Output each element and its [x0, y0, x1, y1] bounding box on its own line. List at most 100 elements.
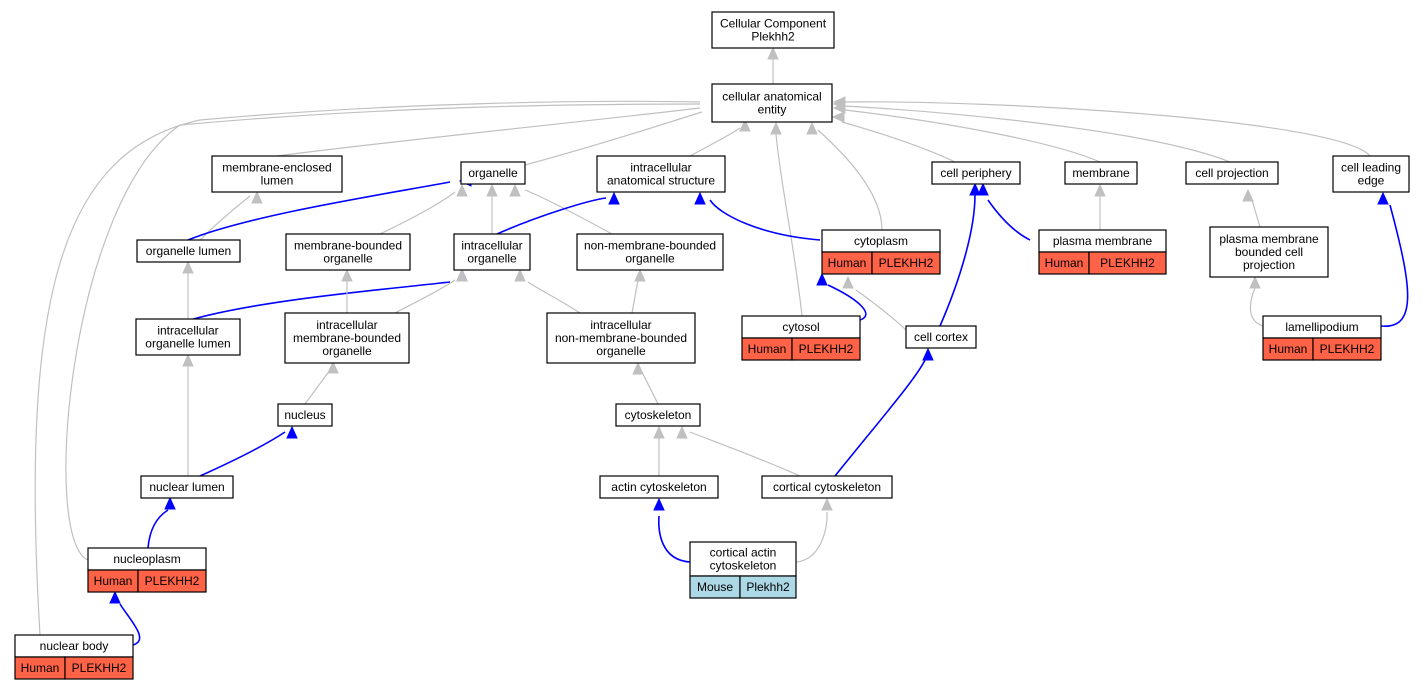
- term-label: non-membrane-bounded: [555, 331, 687, 345]
- term-label: organelle: [596, 344, 646, 358]
- edge-gray: [524, 111, 703, 166]
- edge-gray: [65, 103, 701, 561]
- edge-blue: [827, 284, 867, 321]
- node-csk[interactable]: cytoskeleton: [615, 403, 701, 427]
- arrowhead-gray: [1249, 275, 1261, 289]
- node-nl[interactable]: nuclear lumen: [140, 475, 234, 499]
- term-box: [285, 233, 411, 271]
- term-label: Cellular Component: [720, 17, 827, 31]
- edge-blue: [1380, 204, 1409, 327]
- term-label: lumen: [261, 174, 294, 188]
- term-label: nuclear lumen: [149, 480, 224, 494]
- gene-label: PLEKHH2: [145, 574, 200, 588]
- term-label: membrane: [1072, 166, 1130, 180]
- gene-cell: [739, 575, 797, 599]
- species-label: Human: [748, 342, 787, 356]
- node-cproj[interactable]: cell projection: [1185, 161, 1279, 185]
- term-box: [1332, 155, 1410, 193]
- arrowhead-gray: [634, 268, 646, 282]
- arrowhead-gray: [1094, 183, 1106, 197]
- gene-label: PLEKHH2: [879, 256, 934, 270]
- node-mem[interactable]: membrane: [1064, 161, 1138, 185]
- node-nuc[interactable]: nucleus: [277, 403, 333, 427]
- term-label: intracellular: [630, 161, 691, 175]
- arrowhead-gray: [767, 46, 779, 60]
- node-acsk[interactable]: actin cytoskeleton: [599, 475, 719, 499]
- node-cper[interactable]: cell periphery: [931, 161, 1021, 185]
- edge-blue: [147, 509, 169, 549]
- term-label: plasma membrane: [1053, 234, 1153, 248]
- term-label: lamellipodium: [1285, 320, 1358, 334]
- term-label: organelle: [322, 344, 372, 358]
- arrowhead-gray: [739, 118, 751, 132]
- arrowhead-gray: [514, 268, 526, 282]
- edge-blue: [189, 281, 451, 321]
- term-label: intracellular: [590, 318, 651, 332]
- arrowhead-gray: [842, 275, 854, 289]
- term-box: [1185, 161, 1279, 185]
- node-inmbo[interactable]: intracellularnon-membrane-boundedorganel…: [546, 312, 696, 364]
- arrowhead-gray: [1242, 188, 1254, 202]
- edge-gray: [34, 100, 701, 636]
- term-box: [284, 312, 410, 364]
- arrowhead-gray: [632, 361, 644, 375]
- term-box: [615, 403, 701, 427]
- term-label: Plekhh2: [751, 30, 795, 44]
- arrowhead-gray: [182, 353, 194, 367]
- arrowhead-blue: [1377, 191, 1389, 205]
- term-box: [1209, 226, 1329, 278]
- arrowhead-blue: [694, 191, 706, 205]
- term-box: [596, 155, 726, 193]
- term-label: bounded cell: [1235, 245, 1303, 259]
- species-label: Mouse: [697, 580, 733, 594]
- term-label: projection: [1243, 258, 1295, 272]
- arrowhead-gray: [770, 121, 782, 135]
- gene-label: PLEKHH2: [1320, 342, 1375, 356]
- term-label: anatomical structure: [607, 174, 715, 188]
- node-orglum[interactable]: organelle lumen: [136, 239, 241, 263]
- node-cc[interactable]: cell cortex: [905, 325, 977, 349]
- gene-cell: [871, 251, 941, 275]
- term-box: [277, 403, 333, 427]
- gene-cell: [64, 656, 134, 680]
- term-label: cortical cytoskeleton: [773, 480, 881, 494]
- term-label: cytosol: [782, 320, 819, 334]
- edge-blue: [709, 199, 821, 241]
- arrowhead-gray: [341, 268, 353, 282]
- term-box: [211, 155, 343, 193]
- edge-gray: [844, 109, 1101, 163]
- edge-gray: [795, 511, 828, 563]
- term-box: [931, 161, 1021, 185]
- term-label: nuclear body: [40, 639, 109, 653]
- term-label: cell projection: [1195, 166, 1268, 180]
- term-label: intracellular: [461, 239, 522, 253]
- edge-blue: [187, 181, 451, 241]
- edge-blue: [939, 194, 976, 327]
- arrowhead-gray: [821, 497, 833, 511]
- edge-layer: [34, 46, 1409, 646]
- term-label: membrane-enclosed: [222, 161, 331, 175]
- node-org[interactable]: organelle: [460, 161, 526, 185]
- arrowhead-blue: [969, 182, 981, 196]
- node-ccsk[interactable]: cortical cytoskeleton: [761, 475, 893, 499]
